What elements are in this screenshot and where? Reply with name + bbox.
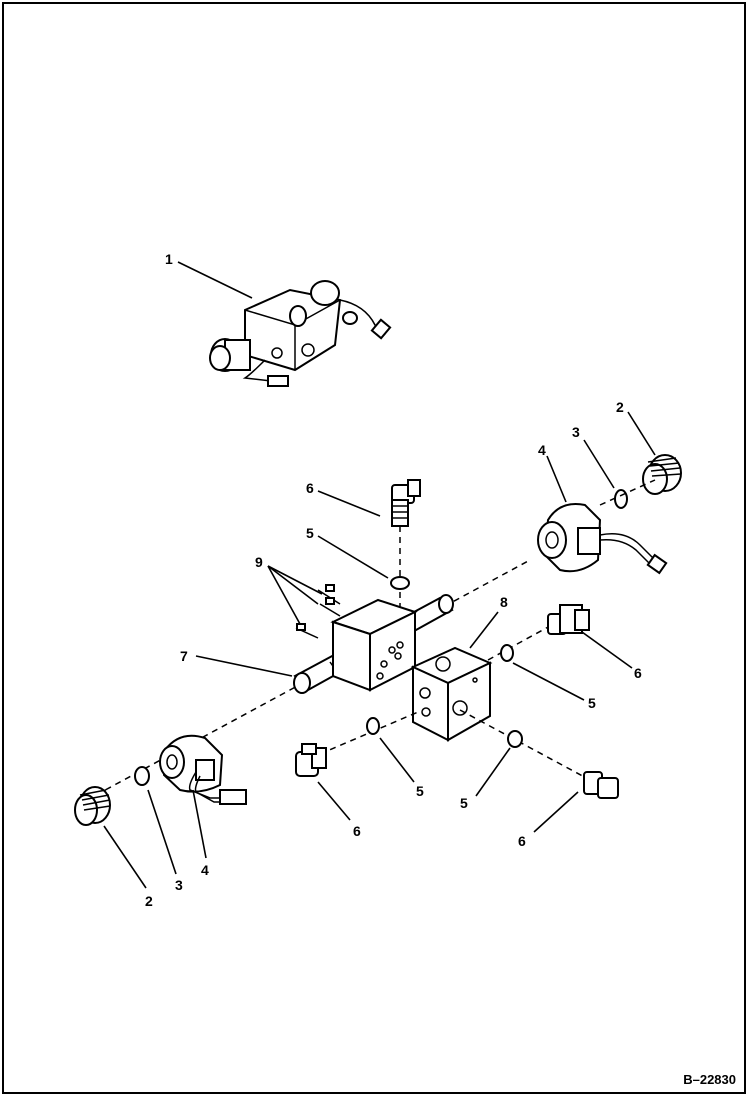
callout-5-lower-right: 5 (460, 795, 468, 811)
elbow-fitting-right (547, 604, 590, 635)
leader-5-lower-right (475, 747, 511, 797)
o-ring-lower-right (507, 730, 523, 748)
leader-4-bottom (192, 789, 207, 859)
o-ring-lower-left (366, 717, 380, 735)
leader-3-top (583, 439, 615, 489)
leader-5-lower-left (379, 737, 415, 783)
callout-3-top: 3 (572, 424, 580, 440)
o-ring-bottom-left (134, 766, 150, 786)
valve-body (330, 598, 418, 692)
callout-6-top: 6 (306, 480, 314, 496)
manifold-block (410, 646, 493, 742)
callout-1: 1 (165, 251, 173, 267)
elbow-fitting-lower-right (583, 771, 619, 799)
callout-8: 8 (500, 594, 508, 610)
valve-assembly-complete (209, 280, 392, 387)
callout-2-bottom: 2 (145, 893, 153, 909)
leader-6-lower-left (317, 781, 351, 821)
leader-2-top (627, 411, 656, 456)
leader-3-bottom (147, 789, 177, 875)
leader-5-top (317, 535, 389, 579)
callout-5-lower-left: 5 (416, 783, 424, 799)
coil-nut-bottom (74, 786, 111, 826)
o-ring-top-right (614, 489, 628, 509)
callout-9: 9 (255, 554, 263, 570)
leader-6-top (317, 490, 381, 517)
leader-6-right (581, 631, 633, 669)
leader-4-top (546, 455, 567, 503)
elbow-fitting-top (391, 479, 421, 527)
leader-9b (267, 565, 319, 605)
leader-9a (267, 565, 323, 595)
coil-nut-top (642, 454, 682, 495)
callout-4-bottom: 4 (201, 862, 209, 878)
axis-line-right (487, 625, 551, 661)
leader-2-bottom (103, 825, 147, 889)
o-ring-top (390, 576, 410, 590)
leader-5-right (512, 662, 585, 701)
callout-5-right: 5 (588, 695, 596, 711)
callout-5-top: 5 (306, 525, 314, 541)
leader-6-lower-right (533, 791, 579, 833)
leader-7 (195, 655, 293, 677)
figure-id: B–22830 (683, 1072, 736, 1087)
solenoid-coil-top (537, 503, 668, 575)
callout-6-right: 6 (634, 665, 642, 681)
elbow-fitting-lower-left (295, 743, 327, 777)
leader-8 (469, 611, 499, 649)
callout-3-bottom: 3 (175, 877, 183, 893)
axis-line-lower-right (459, 709, 591, 781)
callout-4-top: 4 (538, 442, 546, 458)
solenoid-coil-bottom (159, 734, 247, 805)
leader-1 (177, 261, 253, 299)
callout-6-lower-left: 6 (353, 823, 361, 839)
o-ring-right (500, 644, 514, 662)
leader-9c (267, 565, 301, 625)
mounting-screws (295, 584, 341, 639)
callout-2-top: 2 (616, 399, 624, 415)
callout-6-lower-right: 6 (518, 833, 526, 849)
axis-line-lower-left (319, 711, 419, 755)
callout-7: 7 (180, 648, 188, 664)
